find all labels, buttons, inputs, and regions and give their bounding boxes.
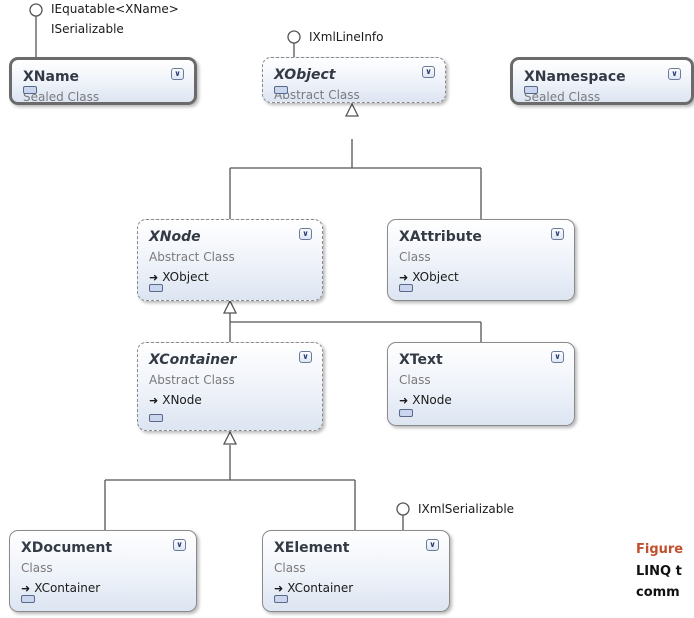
class-glyph-icon xyxy=(524,86,538,94)
inherits-arrow-icon: ➜ xyxy=(149,394,159,407)
inherit-arrowhead-xcontainer xyxy=(222,430,238,445)
class-xelement[interactable]: XElement Class ➜XContainer ∨ xyxy=(262,530,450,612)
class-kind: Class xyxy=(274,561,306,575)
class-glyph-icon xyxy=(399,284,413,292)
class-xattribute[interactable]: XAttribute Class ➜XObject ∨ xyxy=(387,219,575,301)
collapse-chevron-icon[interactable]: ∨ xyxy=(426,539,439,551)
class-xtext[interactable]: XText Class ➜XNode ∨ xyxy=(387,342,575,426)
class-glyph-icon xyxy=(23,86,37,94)
class-kind: Abstract Class xyxy=(274,88,360,102)
collapse-chevron-icon[interactable]: ∨ xyxy=(299,228,312,240)
class-glyph-icon xyxy=(399,409,413,417)
base-class-name: XNode xyxy=(162,393,202,407)
base-class-name: XContainer xyxy=(287,581,354,595)
base-class-ref: ➜XObject xyxy=(399,270,459,284)
collapse-chevron-icon[interactable]: ∨ xyxy=(171,68,184,80)
collapse-chevron-icon[interactable]: ∨ xyxy=(551,351,564,363)
inherits-arrow-icon: ➜ xyxy=(21,582,31,595)
iequatable-label: IEquatable<XName> xyxy=(51,2,179,16)
class-xnode[interactable]: XNode Abstract Class ➜XObject ∨ xyxy=(137,219,323,301)
class-xnamespace[interactable]: XNamespace Sealed Class ∨ xyxy=(510,57,694,105)
base-class-ref: ➜XNode xyxy=(399,393,452,407)
base-class-ref: ➜XObject xyxy=(149,270,209,284)
ixmlserializable-label: IXmlSerializable xyxy=(418,502,515,516)
class-glyph-icon xyxy=(274,595,288,603)
class-title: XElement xyxy=(274,540,350,556)
base-class-name: XObject xyxy=(162,270,209,284)
class-kind: Class xyxy=(399,250,431,264)
class-xdocument[interactable]: XDocument Class ➜XContainer ∨ xyxy=(9,530,197,612)
inherit-arrowhead-xobject xyxy=(344,102,360,117)
class-glyph-icon xyxy=(274,86,288,94)
class-kind: Abstract Class xyxy=(149,373,235,387)
class-title: XNamespace xyxy=(524,69,626,85)
figure-caption-line-2: comm xyxy=(636,585,680,600)
class-xobject[interactable]: XObject Abstract Class ∨ xyxy=(262,57,446,103)
class-glyph-icon xyxy=(21,595,35,603)
class-title: XContainer xyxy=(149,352,237,368)
ixmllineinfo-label: IXmlLineInfo xyxy=(309,30,384,44)
inherits-arrow-icon: ➜ xyxy=(399,271,409,284)
class-kind: Sealed Class xyxy=(524,90,601,104)
class-xname[interactable]: XName Sealed Class ∨ xyxy=(9,57,197,105)
base-class-ref: ➜XNode xyxy=(149,393,202,407)
class-title: XDocument xyxy=(21,540,113,556)
class-title: XNode xyxy=(149,229,201,245)
ixmllineinfo-lollipop-circle xyxy=(287,30,301,44)
inherits-arrow-icon: ➜ xyxy=(274,582,284,595)
collapse-chevron-icon[interactable]: ∨ xyxy=(173,539,186,551)
class-xcontainer[interactable]: XContainer Abstract Class ➜XNode ∨ xyxy=(137,342,323,431)
class-title: XAttribute xyxy=(399,229,482,245)
inherits-arrow-icon: ➜ xyxy=(149,271,159,284)
base-class-ref: ➜XContainer xyxy=(21,581,100,595)
base-class-name: XObject xyxy=(412,270,459,284)
class-glyph-icon xyxy=(149,284,163,292)
collapse-chevron-icon[interactable]: ∨ xyxy=(668,68,681,80)
inherit-arrowhead-xnode xyxy=(222,299,238,314)
collapse-chevron-icon[interactable]: ∨ xyxy=(551,228,564,240)
collapse-chevron-icon[interactable]: ∨ xyxy=(299,351,312,363)
base-class-name: XContainer xyxy=(34,581,101,595)
inherits-arrow-icon: ➜ xyxy=(399,394,409,407)
ixmlserializable-lollipop-circle xyxy=(396,502,410,516)
class-title: XText xyxy=(399,352,443,368)
class-kind: Class xyxy=(21,561,53,575)
class-glyph-icon xyxy=(149,414,163,422)
iequatable-lollipop-circle xyxy=(29,3,43,17)
class-kind: Abstract Class xyxy=(149,250,235,264)
class-kind: Class xyxy=(399,373,431,387)
collapse-chevron-icon[interactable]: ∨ xyxy=(422,66,435,78)
base-class-ref: ➜XContainer xyxy=(274,581,353,595)
figure-caption-line-1: LINQ t xyxy=(636,564,682,579)
iserializable-label: ISerializable xyxy=(51,22,124,36)
base-class-name: XNode xyxy=(412,393,452,407)
class-title: XObject xyxy=(274,67,336,83)
class-title: XName xyxy=(23,69,80,85)
figure-caption-label: Figure xyxy=(636,542,684,557)
class-kind: Sealed Class xyxy=(23,90,100,104)
